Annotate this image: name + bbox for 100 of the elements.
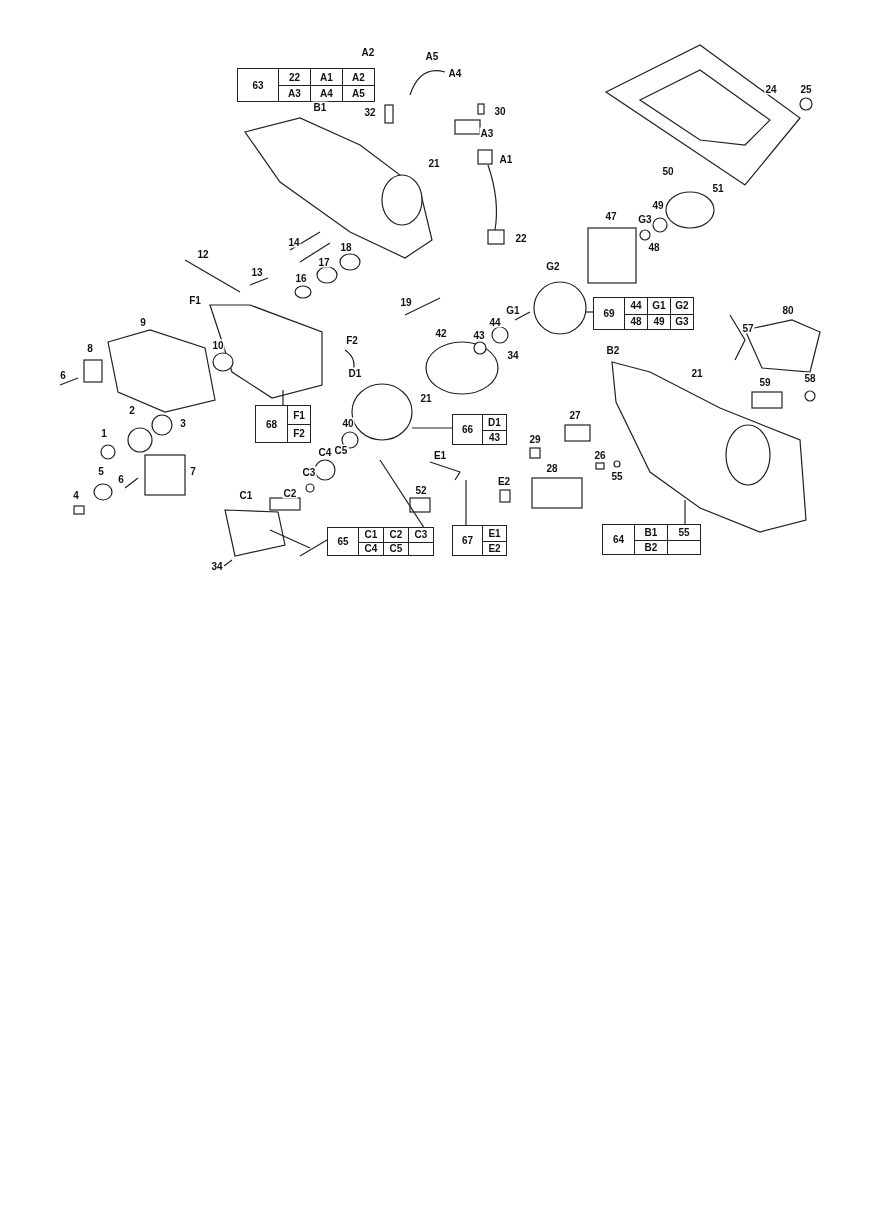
kit-number: 69 — [602, 307, 616, 321]
kit-number: 68 — [264, 417, 279, 432]
callout-number: 7 — [189, 465, 197, 477]
callout-number: 28 — [545, 462, 559, 474]
callout-number: A3 — [479, 127, 495, 139]
callout-number: 14 — [287, 236, 301, 248]
part-number: F1 — [287, 406, 310, 424]
callout-number: 3 — [179, 417, 187, 429]
callout-number: E1 — [432, 449, 448, 461]
kit-number: 65 — [336, 535, 350, 549]
callout-number: 58 — [803, 372, 817, 384]
callout-number: 4 — [72, 489, 80, 501]
callout-number: 59 — [758, 376, 772, 388]
callout-number: 50 — [661, 165, 675, 177]
callout-number: 2 — [128, 404, 136, 416]
callout-number: A5 — [424, 50, 440, 62]
callout-number: 6 — [59, 369, 67, 381]
part-number: A2 — [342, 69, 374, 85]
callout-number: 43 — [472, 329, 486, 341]
part-number: 49 — [647, 313, 670, 329]
callout-number: 21 — [690, 367, 704, 379]
part-number: E2 — [482, 540, 506, 555]
part-number: C5 — [383, 541, 408, 555]
callout-number: G3 — [637, 213, 653, 225]
callout-number: 44 — [488, 316, 502, 328]
callout-number: 57 — [741, 322, 755, 334]
callout-number: 30 — [493, 105, 507, 117]
callout-number: 34 — [506, 349, 520, 361]
callout-number: A1 — [498, 153, 514, 165]
part-number: 55 — [667, 525, 700, 540]
part-number: C1 — [358, 528, 383, 542]
callout-number: 8 — [86, 342, 94, 354]
callout-number: 49 — [651, 199, 665, 211]
callout-number: C5 — [333, 444, 349, 456]
part-number: 48 — [624, 313, 647, 329]
callout-number: 17 — [317, 256, 331, 268]
callout-number: 21 — [419, 392, 433, 404]
callout-number: 10 — [211, 339, 225, 351]
part-number: A3 — [278, 85, 310, 101]
callout-number: 34 — [210, 560, 224, 572]
part-number: C4 — [358, 541, 383, 555]
callout-number: 13 — [250, 266, 264, 278]
part-number: C3 — [408, 528, 433, 542]
callout-number: 1 — [100, 427, 108, 439]
callout-number: 26 — [593, 449, 607, 461]
part-number: B1 — [634, 525, 667, 540]
callout-number: 80 — [781, 304, 795, 316]
part-number: A5 — [342, 85, 374, 101]
callout-number: 22 — [514, 232, 528, 244]
callout-number: A2 — [360, 46, 376, 58]
part-number: G2 — [670, 298, 693, 314]
callout-number: 21 — [427, 157, 441, 169]
callout-number: 42 — [434, 327, 448, 339]
part-number: G1 — [647, 298, 670, 314]
callout-number: A4 — [447, 67, 463, 79]
callout-number: 40 — [341, 417, 355, 429]
kit-number: 63 — [251, 78, 265, 93]
kit-number: 66 — [460, 423, 475, 437]
callout-number: F1 — [188, 294, 202, 306]
callout-number: B2 — [605, 344, 621, 356]
callout-number: G1 — [505, 304, 521, 316]
callout-number: 51 — [711, 182, 725, 194]
callout-number: C4 — [317, 446, 333, 458]
callout-number: E2 — [496, 475, 512, 487]
callout-number: F2 — [345, 334, 359, 346]
callout-number: 55 — [610, 470, 624, 482]
part-number: D1 — [482, 415, 506, 430]
callout-number: B1 — [312, 101, 328, 113]
callout-number: C2 — [282, 487, 298, 499]
callout-number: 24 — [764, 83, 778, 95]
callout-number: 25 — [799, 83, 813, 95]
callout-number: C1 — [238, 489, 254, 501]
callout-number: 9 — [139, 316, 147, 328]
callout-number: 18 — [339, 241, 353, 253]
callout-number: C3 — [301, 466, 317, 478]
kit-number: 67 — [460, 534, 475, 548]
callout-number: D1 — [347, 367, 363, 379]
part-number: 43 — [482, 429, 506, 444]
callout-number: 47 — [604, 210, 618, 222]
part-number: C2 — [383, 528, 408, 542]
callout-number: 19 — [399, 296, 413, 308]
part-number: A1 — [310, 69, 342, 85]
callout-number: 29 — [528, 433, 542, 445]
callout-number: 6 — [117, 473, 125, 485]
callout-number: 12 — [196, 248, 210, 260]
callout-number: 32 — [363, 106, 377, 118]
callout-number: 52 — [414, 484, 428, 496]
part-number: E1 — [482, 526, 506, 541]
part-number: G3 — [670, 313, 693, 329]
part-number: 22 — [278, 69, 310, 85]
part-number: F2 — [287, 424, 310, 442]
callout-number: 48 — [647, 241, 661, 253]
callout-number: 16 — [294, 272, 308, 284]
callout-number: 27 — [568, 409, 582, 421]
part-number: 44 — [624, 298, 647, 314]
kit-number: 64 — [611, 533, 626, 547]
part-number: B2 — [634, 539, 667, 554]
part-number: A4 — [310, 85, 342, 101]
callout-number: G2 — [545, 260, 561, 272]
callout-number: 5 — [97, 465, 105, 477]
